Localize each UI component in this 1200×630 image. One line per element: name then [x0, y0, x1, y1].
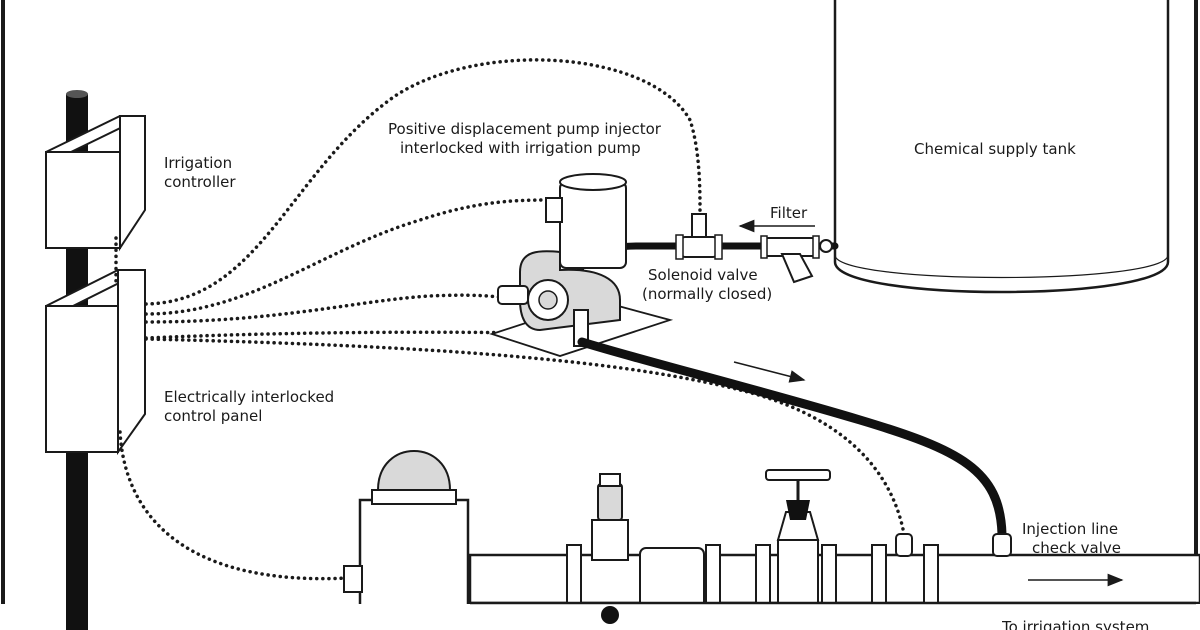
- irrigation-pump-housing: [343, 450, 470, 630]
- gate-valve: [765, 469, 831, 607]
- label-irrigation-controller: Irrigation controller: [164, 154, 236, 191]
- label-filter: Filter: [770, 204, 808, 222]
- chemical-supply-tank: [833, 0, 1170, 294]
- label-injection-check-valve: Injection line check valve: [1022, 520, 1122, 557]
- pump-injector: [489, 173, 674, 357]
- solenoid-valve: [675, 213, 723, 260]
- irrigation-controller-box: [45, 115, 146, 252]
- pole-base: [66, 604, 88, 630]
- injection-check-valve: [895, 533, 1012, 557]
- bottom-band: [0, 604, 1200, 630]
- label-pump-injector: Positive displacement pump injector inte…: [388, 120, 661, 157]
- filter: [760, 235, 833, 284]
- label-control-panel: Electrically interlocked control panel: [164, 388, 335, 425]
- injection-hose: [577, 337, 1007, 539]
- drain-plug: [601, 606, 619, 624]
- pipe-flanges: [566, 544, 939, 618]
- control-panel-box: [45, 269, 146, 456]
- label-solenoid-valve: Solenoid valve (normally closed): [642, 266, 773, 303]
- label-to-irrigation-system: To irrigation system: [1002, 618, 1150, 630]
- flow-arrow-injection: [733, 361, 806, 383]
- label-chemical-supply-tank: Chemical supply tank: [914, 140, 1076, 158]
